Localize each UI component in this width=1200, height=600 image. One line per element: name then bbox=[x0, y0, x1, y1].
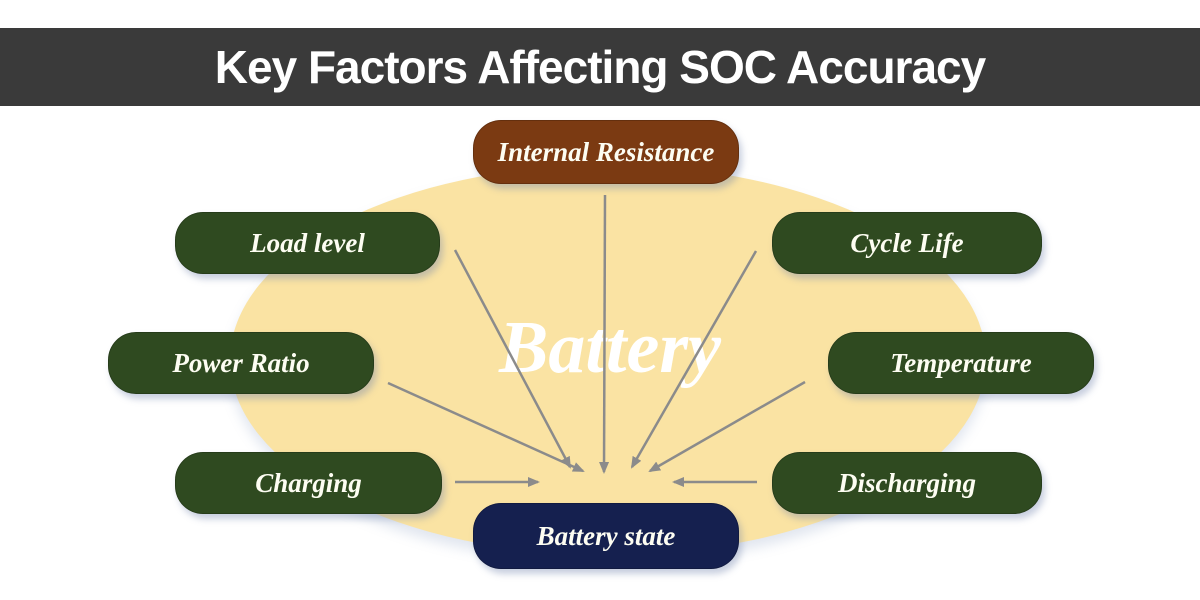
node-label: Power Ratio bbox=[172, 347, 310, 378]
node-temperature: Temperature bbox=[828, 332, 1094, 394]
node-power-ratio: Power Ratio bbox=[108, 332, 374, 394]
node-label: Temperature bbox=[890, 347, 1032, 378]
node-label: Discharging bbox=[837, 467, 977, 498]
node-discharging: Discharging bbox=[772, 452, 1042, 514]
node-label: Load level bbox=[250, 227, 365, 258]
node-label: Internal Resistance bbox=[497, 136, 715, 167]
node-battery-state: Battery state bbox=[473, 503, 739, 569]
node-label: Cycle Life bbox=[850, 227, 964, 258]
page-title: Key Factors Affecting SOC Accuracy bbox=[214, 41, 986, 93]
battery-watermark: Battery bbox=[499, 307, 721, 389]
node-load-level: Load level bbox=[175, 212, 440, 274]
node-label: Charging bbox=[255, 467, 362, 498]
node-cycle-life: Cycle Life bbox=[772, 212, 1042, 274]
node-internal-resistance: Internal Resistance bbox=[473, 120, 739, 184]
node-charging: Charging bbox=[175, 452, 442, 514]
node-label: Battery state bbox=[536, 520, 676, 551]
header-bar: Key Factors Affecting SOC Accuracy bbox=[0, 28, 1200, 106]
